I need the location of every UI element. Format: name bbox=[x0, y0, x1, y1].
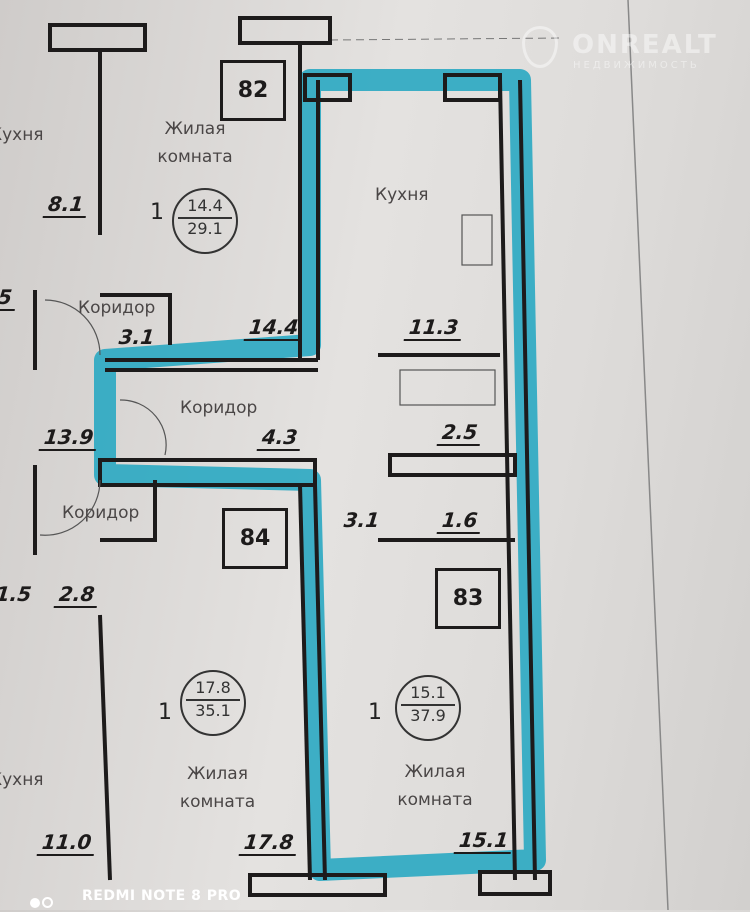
apartment-83-area-fraction: 15.1 37.9 bbox=[395, 675, 461, 741]
apartment-84-area-fraction: 17.8 35.1 bbox=[180, 670, 246, 736]
apartment-82-room-area: 14.4 bbox=[243, 315, 304, 341]
apartment-84-small-area-2: 2.8 bbox=[53, 582, 100, 608]
camera-watermark: REDMI NOTE 8 PRO bbox=[82, 888, 242, 904]
apartment-84-room-area: 17.8 bbox=[238, 830, 299, 856]
apartment-82-rooms: 1 bbox=[150, 200, 164, 225]
apartment-84-rooms: 1 bbox=[158, 700, 172, 725]
apartment-82-corridor-label: Коридор bbox=[78, 298, 156, 318]
total-area: 29.1 bbox=[178, 217, 232, 238]
apartment-84-small-area-1: 1.5 bbox=[0, 582, 33, 606]
kitchen-label-top-left: Кухня bbox=[0, 125, 44, 145]
apartment-84-kitchen-area: 11.0 bbox=[36, 830, 97, 856]
living-area: 14.4 bbox=[187, 196, 223, 215]
apartment-82-corridor-area: 3.1 bbox=[117, 325, 156, 349]
apartment-82-kitchen-area: 8.1 bbox=[42, 192, 89, 218]
apartment-83-wc-area: 1.6 bbox=[436, 508, 483, 534]
living-area: 17.8 bbox=[195, 678, 231, 697]
area-left-partial: 5 bbox=[0, 285, 18, 311]
apartment-83-room-area: 15.1 bbox=[453, 828, 514, 854]
total-area: 35.1 bbox=[186, 699, 240, 720]
apartment-82-area-fraction: 14.4 29.1 bbox=[172, 188, 238, 254]
apartment-83-hall-area: 3.1 bbox=[342, 508, 381, 532]
watermark-brand: ONREALT bbox=[572, 30, 718, 60]
watermark-subtitle: НЕДВИЖИМОСТЬ bbox=[573, 60, 700, 71]
apartment-83-number: 83 bbox=[435, 568, 501, 629]
total-area: 37.9 bbox=[401, 704, 455, 725]
apartment-83-kitchen-label: Кухня bbox=[375, 185, 429, 205]
walls bbox=[33, 16, 552, 897]
common-corridor-area: 4.3 bbox=[256, 425, 303, 451]
living-area: 15.1 bbox=[410, 683, 446, 702]
apartment-84-corridor-label: Коридор bbox=[62, 503, 140, 523]
camera-dots-icon bbox=[30, 893, 55, 912]
apartment-84-number: 84 bbox=[222, 508, 288, 569]
apartment-83-bath-area: 2.5 bbox=[436, 420, 483, 446]
common-corridor-label: Коридор bbox=[180, 398, 258, 418]
apartment-83-rooms: 1 bbox=[368, 700, 382, 725]
watermark-logo-icon bbox=[522, 26, 558, 68]
apartment-84-room-label: Жилая комната bbox=[179, 764, 256, 812]
kitchen-label-bottom-left: Кухня bbox=[0, 770, 44, 790]
apartment-82-room-label: Жилая комната bbox=[157, 119, 233, 167]
apartment-82-number: 82 bbox=[220, 60, 286, 121]
area-left-corridor: 13.9 bbox=[38, 425, 99, 451]
door-swings bbox=[39, 214, 496, 536]
page-edge bbox=[627, 0, 669, 910]
apartment-83-kitchen-area: 11.3 bbox=[403, 315, 464, 341]
apartment-83-room-label: Жилая комната bbox=[397, 762, 473, 810]
